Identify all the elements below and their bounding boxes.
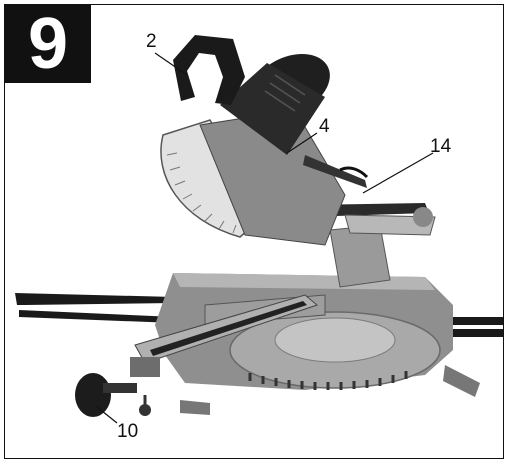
left-support-rod-lower	[19, 310, 175, 323]
left-support-rod	[15, 293, 175, 305]
base-foot-right	[443, 365, 480, 397]
figure-number-badge: 9	[5, 5, 91, 83]
lock-knob	[75, 373, 111, 417]
lock-knob-shaft	[103, 383, 137, 393]
callout-4: 4	[319, 116, 330, 137]
base-foot-left	[180, 400, 210, 415]
angle-scale	[248, 371, 408, 390]
figure-panel: 9	[4, 4, 504, 459]
motor-vents	[264, 74, 306, 112]
blade-teeth	[166, 152, 237, 234]
miter-saw-illustration	[15, 35, 503, 424]
ruler-strip	[150, 301, 307, 356]
handle	[173, 35, 245, 105]
pivot-column	[329, 224, 391, 288]
rail-end-cap	[413, 207, 433, 227]
lever-arm	[303, 155, 367, 188]
motor-housing	[220, 63, 325, 155]
figure-number: 9	[27, 4, 69, 84]
slide-rail-lower	[344, 214, 436, 236]
callout-14: 14	[430, 136, 452, 157]
leader-lines	[96, 52, 434, 424]
lever-cable	[339, 166, 369, 179]
callout-10: 10	[117, 421, 139, 442]
callout-2: 2	[146, 31, 157, 52]
turntable-center	[274, 317, 396, 363]
lock-bracket	[130, 357, 160, 377]
